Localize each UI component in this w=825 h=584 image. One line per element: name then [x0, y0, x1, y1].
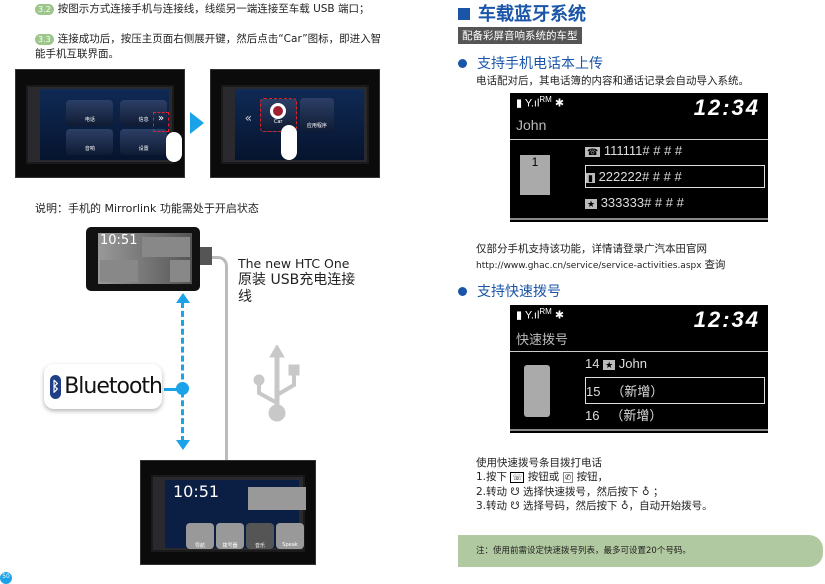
bluetooth-link-line [181, 302, 184, 442]
phone-button-icon: ☏ [510, 472, 525, 483]
phonebook-entry: 333333# # # # [600, 195, 684, 210]
clock: 12:34 [693, 307, 760, 332]
title-text: 车载蓝牙系统 [478, 4, 586, 25]
query-text: 查询 [704, 259, 726, 271]
clock: 12:34 [693, 95, 760, 120]
arrow-down-icon [176, 440, 190, 450]
hand-pointer-icon [281, 125, 297, 160]
arrow-up-icon [176, 293, 190, 303]
phonebook-entry: 111111# # # # [603, 143, 683, 158]
car-screen-mirrorlink: 10:51 导航 拨号器 音乐 Speak [140, 460, 316, 565]
press-knob-icon: ♁ [641, 486, 650, 498]
slot-label: （新增） [611, 384, 664, 399]
support-note: 仅部分手机支持该功能，详情请登录广汽本田官网 [476, 243, 707, 255]
speed-dial-instructions: 使用快速拨号条目拨打电话 1.按下 ☏ 按钮或 ✆ 按钮， 2.转动 ☋ 选择快… [476, 456, 816, 513]
phonebook-screen: ▮ Y.ılRM ✱ 12:34 John 1 ☎ 111111# # # # … [510, 93, 768, 222]
status-icons: ▮ Y.ılRM ✱ [516, 307, 565, 322]
cable-label-en: The new HTC One [238, 256, 350, 271]
tile-label: Car [273, 118, 283, 125]
speed-dial-screen: ▮ Y.ılRM ✱ 12:34 快速拨号 14 ★ John 15 （新增） … [510, 305, 768, 433]
heading-text: 支持快速拨号 [477, 284, 561, 300]
roaming-label: RM [539, 95, 552, 104]
step-text: 按钮， [576, 471, 609, 483]
usb-symbol-icon [253, 345, 300, 422]
bluetooth-icon: ᛒ [50, 374, 62, 399]
step-text: ，自动开始拨号。 [628, 500, 713, 512]
hand-pointer-icon [166, 132, 182, 162]
roaming-label: RM [539, 307, 552, 316]
tile-label: 音乐 [254, 543, 265, 549]
tile-label: 信息 [138, 116, 149, 123]
phonebook-icon: 1 [520, 155, 550, 195]
slot-number: 15 [586, 384, 601, 399]
screen-title: 快速拨号 [516, 332, 569, 347]
phonebook-desc: 电话配对后，其电话簿的内容和通话记录会自动导入系统。 [476, 75, 749, 87]
expand-button-highlight[interactable]: » [153, 112, 169, 132]
link-node [176, 382, 189, 395]
step-text: 按钮或 [527, 471, 560, 483]
model-tag: 配备彩屏音响系统的车型 [458, 27, 582, 44]
tile-label: 电话 [84, 116, 95, 123]
rotate-knob-icon: ☋ [510, 486, 520, 498]
step-badge: 3.2 [35, 4, 54, 15]
press-knob-icon: ♁ [620, 500, 629, 512]
tile-label: 拨号器 [222, 543, 238, 549]
tile-label: 音响 [84, 145, 95, 152]
status-icons: ▮ Y.ılRM ✱ [516, 95, 565, 110]
car-screen-home: 电话 信息 音响 设置 » [15, 69, 185, 178]
tile-label: 设置 [138, 145, 149, 152]
tile-label: 应用程序 [306, 122, 327, 129]
step-text: 3.转动 [476, 500, 508, 512]
footnote: 注：使用前需设定快速拨号列表，最多可设置20个号码。 [458, 535, 823, 567]
page-number: 50 [0, 572, 12, 584]
phone-image: 10:51 [86, 227, 200, 291]
slot-number: 14 [585, 356, 600, 371]
device-name: John [516, 117, 547, 133]
slot-number: 16 [585, 408, 600, 423]
instructions-title: 使用快速拨号条目拨打电话 [476, 457, 602, 469]
section-phonebook-heading: 支持手机电话本上传 [458, 53, 603, 73]
step-text: 连接成功后，按压主页面右侧展开键，然后点击“Car”图标，即进入智能手机互联界面… [35, 33, 382, 60]
car-screen-apps: « Car 应用程序 [210, 69, 380, 178]
car-time: 10:51 [173, 482, 220, 501]
website-link[interactable]: http://www.ghac.cn/service/service-activ… [476, 261, 702, 271]
heading-text: 支持手机电话本上传 [477, 56, 603, 72]
mirrorlink-note: 说明：手机的 Mirrorlink 功能需处于开启状态 [35, 202, 259, 215]
phone-time: 10:51 [100, 233, 138, 248]
usb-cable [212, 256, 228, 461]
cable-label-cn: 原装 USB充电连接线 [238, 272, 356, 305]
step-text: 选择号码，然后按下 [523, 500, 618, 512]
section-speed-dial-heading: 支持快速拨号 [458, 281, 561, 301]
step-text: 按图示方式连接手机与连接线，线缆另一端连接至车载 USB 端口； [57, 3, 370, 15]
step-text: 选择快速拨号，然后按下 [523, 486, 639, 498]
slot-label: （新增） [610, 408, 663, 423]
bluetooth-label: Bluetooth [64, 374, 163, 399]
slot-label: John [618, 356, 647, 371]
usb-plug [200, 247, 212, 265]
step-text: 2.转动 [476, 486, 508, 498]
step-text: 1.按下 [476, 471, 508, 483]
rotate-knob-icon: ☋ [510, 500, 520, 512]
bluetooth-badge: ᛒ Bluetooth [44, 364, 163, 409]
step-text: ； [652, 486, 664, 498]
phonebook-entry-selected: 222222# # # # [598, 169, 682, 184]
talk-button-icon: ✆ [562, 472, 574, 483]
tile-label: 导航 [194, 543, 205, 549]
arrow-right-icon [190, 112, 204, 134]
step-badge: 3.3 [35, 34, 54, 45]
phone-speed-dial-icon [524, 365, 550, 417]
section-title: 车载蓝牙系统 [458, 0, 586, 26]
tile-label: Speak [282, 542, 298, 548]
